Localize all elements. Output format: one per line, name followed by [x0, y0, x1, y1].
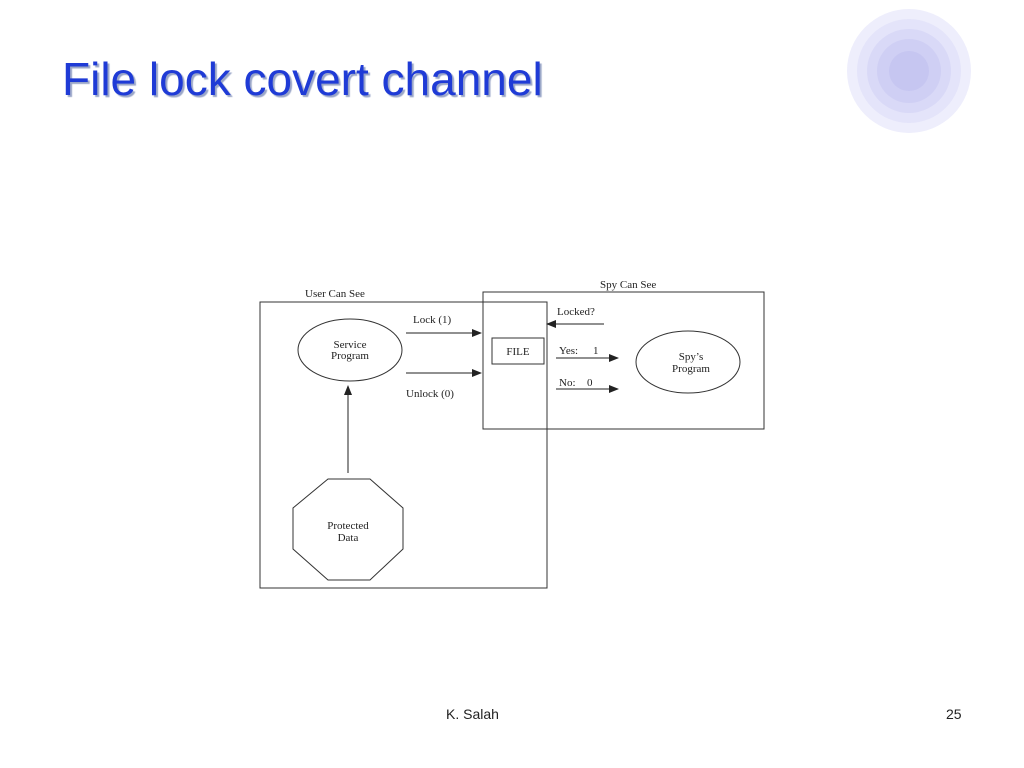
spy-program-node [635, 330, 741, 394]
spy-program-label-1: Spy’s [679, 351, 703, 363]
locked-query-label: Locked? [557, 306, 595, 318]
no-label: No: [559, 377, 576, 389]
footer-author: K. Salah [446, 706, 499, 722]
slide-title: File lock covert channel [62, 53, 543, 105]
service-program-node [297, 318, 403, 382]
protected-data-node [292, 478, 404, 581]
lock-label: Lock (1) [413, 314, 452, 326]
protected-data-label-1: Protected [327, 520, 369, 532]
service-program-label-2: Program [331, 350, 369, 362]
covert-channel-diagram: User Can See Spy Can See Service Program… [259, 279, 765, 589]
file-node [491, 337, 545, 365]
yes-value: 1 [593, 345, 599, 357]
decorative-circle [847, 9, 971, 133]
service-program-label-1: Service [334, 339, 367, 351]
user-region-label: User Can See [305, 288, 365, 300]
yes-label: Yes: [559, 345, 578, 357]
spy-region-box [482, 291, 765, 430]
file-label: FILE [506, 346, 530, 358]
user-region-box [259, 301, 548, 589]
protected-data-label-2: Data [338, 532, 359, 544]
unlock-label: Unlock (0) [406, 388, 454, 400]
page-number: 25 [946, 706, 962, 722]
spy-region-label: Spy Can See [600, 279, 656, 291]
spy-program-label-2: Program [672, 363, 710, 375]
no-value: 0 [587, 377, 593, 389]
